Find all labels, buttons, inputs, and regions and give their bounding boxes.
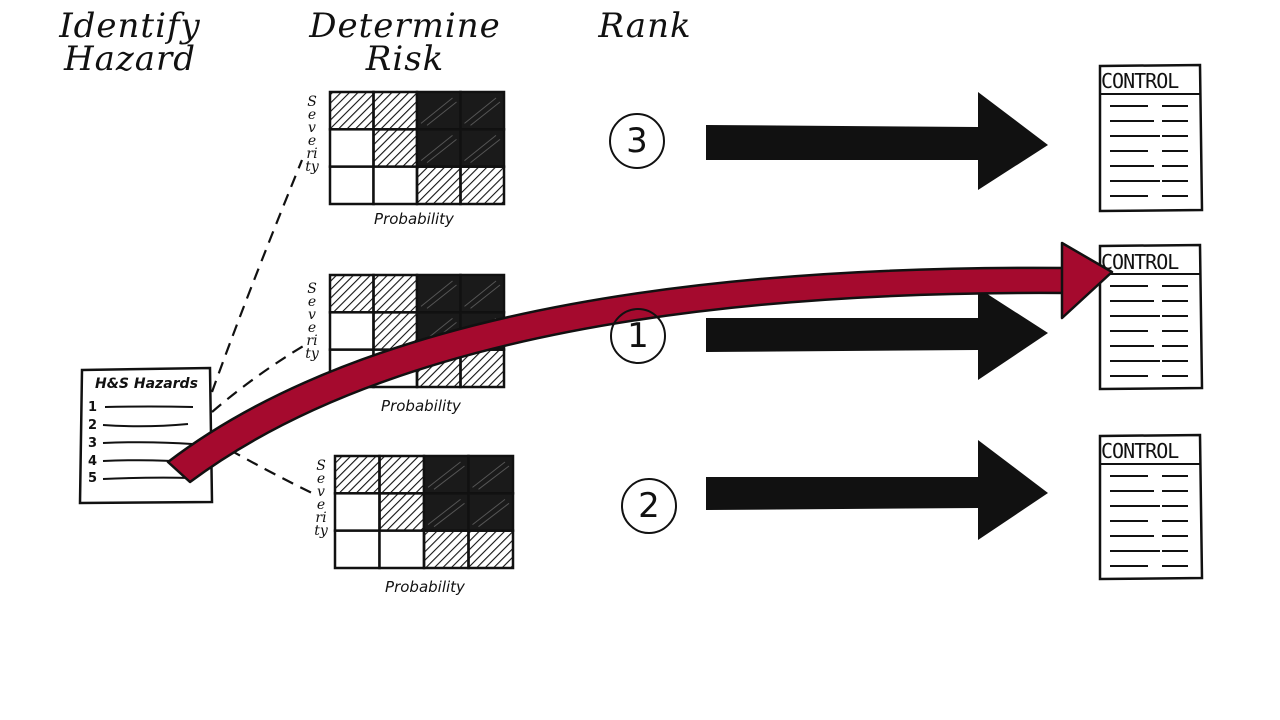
matrix-cell bbox=[378, 454, 426, 495]
hazard-item-4: 4 bbox=[88, 454, 98, 469]
matrix-cell bbox=[467, 492, 515, 532]
rank-badge-bottom: 2 bbox=[621, 478, 677, 534]
matrix-cell bbox=[333, 529, 381, 570]
matrix-cell bbox=[328, 165, 375, 206]
red-curved-arrow bbox=[166, 241, 1114, 484]
rank-badge-top: 3 bbox=[609, 113, 665, 169]
matrix-cell bbox=[372, 128, 419, 168]
severity-label-1: Severity bbox=[305, 94, 319, 175]
matrix-cell bbox=[459, 273, 506, 314]
risk-matrix-1 bbox=[328, 90, 506, 206]
connector-to-matrix-2 bbox=[211, 344, 306, 413]
black-arrow-rank-1 bbox=[706, 288, 1048, 380]
control-doc-title-1: CONTROL bbox=[1101, 69, 1179, 93]
matrix-cell bbox=[459, 128, 506, 168]
hazard-item-2: 2 bbox=[88, 418, 98, 433]
matrix-cell bbox=[378, 492, 426, 532]
matrix-cell bbox=[459, 90, 506, 131]
black-arrow-rank-2 bbox=[706, 440, 1048, 540]
connector-to-matrix-1 bbox=[210, 159, 304, 393]
matrix-cell bbox=[415, 128, 462, 168]
control-doc-title-3: CONTROL bbox=[1101, 439, 1179, 463]
rank-badge-middle: 1 bbox=[610, 308, 666, 364]
black-arrow-rank-3 bbox=[706, 92, 1048, 190]
hazard-item-1: 1 bbox=[88, 400, 98, 415]
risk-matrix-3 bbox=[333, 454, 515, 570]
matrix-cell bbox=[459, 165, 506, 206]
probability-label-2: Probability bbox=[381, 397, 461, 415]
matrix-cell bbox=[467, 454, 515, 495]
header-determine-risk: Determine Risk bbox=[309, 6, 501, 79]
matrix-cell bbox=[415, 165, 462, 206]
matrix-cell bbox=[328, 90, 375, 131]
header-rank: Rank bbox=[598, 6, 692, 46]
matrix-cell bbox=[422, 454, 470, 495]
matrix-cell bbox=[333, 454, 381, 495]
matrix-cell bbox=[422, 529, 470, 570]
hazard-item-5: 5 bbox=[88, 471, 98, 486]
probability-label-1: Probability bbox=[374, 210, 454, 228]
matrix-cell bbox=[328, 311, 375, 351]
control-document-1 bbox=[1098, 63, 1204, 213]
severity-label-3: Severity bbox=[314, 458, 328, 539]
control-document-3 bbox=[1098, 433, 1204, 581]
matrix-cell bbox=[422, 492, 470, 532]
matrix-cell bbox=[328, 128, 375, 168]
severity-label-2: Severity bbox=[305, 281, 319, 362]
connector-to-matrix-3 bbox=[211, 439, 313, 494]
hazard-list-title: H&S Hazards bbox=[95, 376, 198, 392]
matrix-cell bbox=[415, 273, 462, 314]
matrix-cell bbox=[372, 273, 419, 314]
control-doc-title-2: CONTROL bbox=[1101, 250, 1179, 274]
control-document-2 bbox=[1098, 243, 1204, 391]
matrix-cell bbox=[415, 90, 462, 131]
probability-label-3: Probability bbox=[385, 578, 465, 596]
matrix-cell bbox=[467, 529, 515, 570]
matrix-cell bbox=[328, 273, 375, 314]
hazard-item-3: 3 bbox=[88, 436, 98, 451]
matrix-cell bbox=[378, 529, 426, 570]
matrix-cell bbox=[372, 90, 419, 131]
matrix-cell bbox=[333, 492, 381, 532]
header-identify-hazard: Identify Hazard bbox=[59, 6, 201, 79]
matrix-cell bbox=[372, 165, 419, 206]
